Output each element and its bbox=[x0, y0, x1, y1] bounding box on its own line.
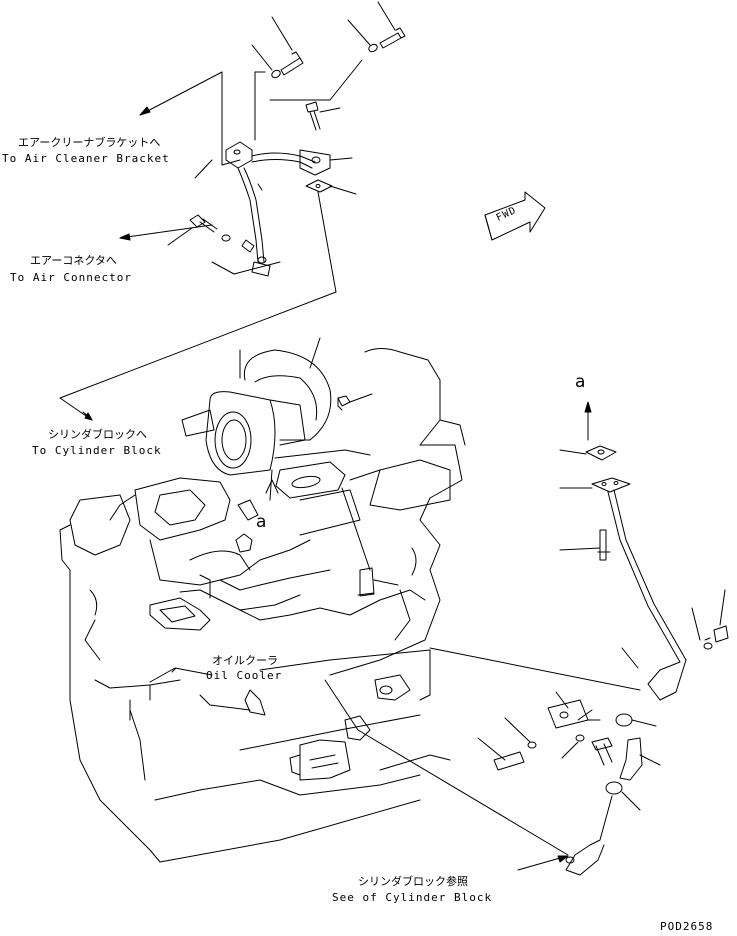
label-air-cleaner-en: To Air Cleaner Bracket bbox=[2, 152, 170, 165]
turbo-gasket bbox=[266, 450, 398, 596]
label-ref-a-engine: a bbox=[256, 512, 267, 532]
label-ref-a-top: a bbox=[575, 372, 586, 392]
figure-code: POD2658 bbox=[660, 920, 714, 933]
label-air-cleaner-jp: エアークリーナブラケットへ bbox=[18, 136, 161, 149]
label-oil-cooler-jp: オイルクーラ bbox=[212, 654, 278, 667]
label-see-cylinder-en: See of Cylinder Block bbox=[332, 891, 493, 904]
label-air-connector-en: To Air Connector bbox=[10, 271, 132, 284]
right-oil-tube-group bbox=[325, 402, 728, 875]
oil-cooler-leader bbox=[150, 668, 212, 682]
label-cylinder-block-en: To Cylinder Block bbox=[32, 444, 162, 457]
engine-block bbox=[60, 349, 465, 863]
label-cylinder-block-jp: シリンダブロックへ bbox=[48, 428, 147, 441]
label-see-cylinder-jp: シリンダブロック参照 bbox=[358, 875, 468, 888]
label-air-connector-jp: エアーコネクタへ bbox=[30, 254, 117, 267]
bolt-top-1 bbox=[272, 52, 303, 78]
label-oil-cooler-en: Oil Cooler bbox=[206, 669, 283, 682]
turbocharger bbox=[182, 338, 372, 475]
top-oil-tube-group bbox=[60, 2, 405, 420]
bolt-top-2 bbox=[369, 28, 405, 52]
fwd-arrow bbox=[485, 192, 545, 240]
